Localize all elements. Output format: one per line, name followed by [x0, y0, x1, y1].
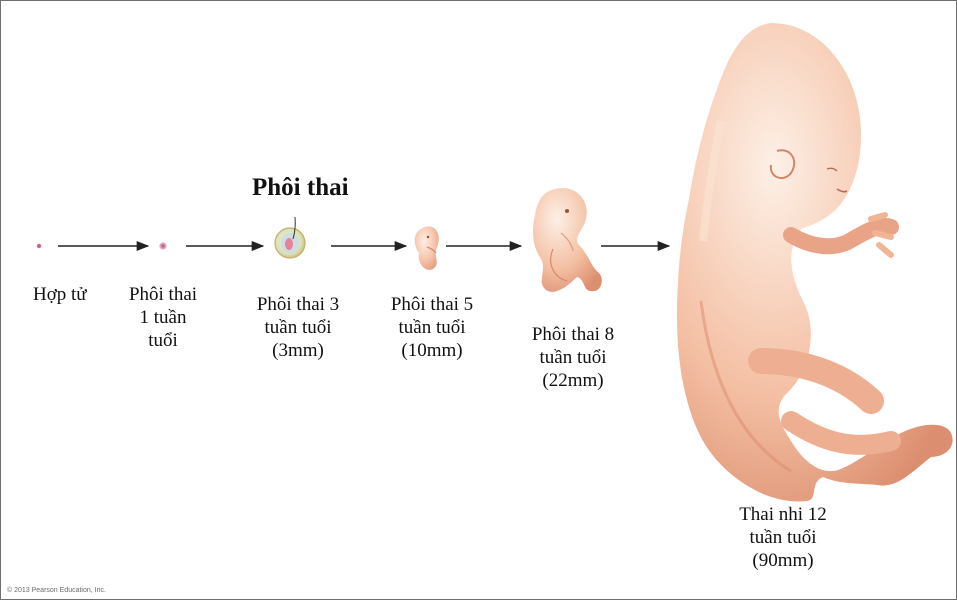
label-week1: Phôi thai 1 tuần tuổi — [121, 283, 205, 352]
label-week5-line3: (10mm) — [376, 339, 488, 362]
label-week1-line1: Phôi thai — [121, 283, 205, 306]
zygote-dot — [37, 244, 41, 248]
label-week3-line1: Phôi thai 3 — [244, 293, 352, 316]
label-week1-line2: 1 tuần — [121, 306, 205, 329]
label-week12-line2: tuần tuổi — [721, 526, 845, 549]
label-week8-line2: tuần tuổi — [517, 346, 629, 369]
label-zygote: Hợp tử — [33, 283, 87, 306]
week5-embryo — [415, 226, 439, 269]
week8-embryo — [533, 188, 602, 292]
copyright-text: © 2013 Pearson Education, Inc. — [7, 587, 106, 594]
label-week5-line2: tuần tuổi — [376, 316, 488, 339]
label-week3-line2: tuần tuổi — [244, 316, 352, 339]
label-week3-line3: (3mm) — [244, 339, 352, 362]
week12-fetus — [677, 23, 953, 502]
label-week8: Phôi thai 8 tuần tuổi (22mm) — [517, 323, 629, 392]
label-week5-line1: Phôi thai 5 — [376, 293, 488, 316]
diagram-title: Phôi thai — [252, 174, 349, 202]
week1-embryo — [159, 242, 166, 249]
label-week12-line1: Thai nhi 12 — [721, 503, 845, 526]
label-week5: Phôi thai 5 tuần tuổi (10mm) — [376, 293, 488, 362]
label-week8-line1: Phôi thai 8 — [517, 323, 629, 346]
label-zygote-line1: Hợp tử — [33, 283, 87, 306]
label-week1-line3: tuổi — [121, 329, 205, 352]
label-week8-line3: (22mm) — [517, 369, 629, 392]
week3-embryo — [275, 217, 305, 258]
label-week12: Thai nhi 12 tuần tuổi (90mm) — [721, 503, 845, 572]
label-week3: Phôi thai 3 tuần tuổi (3mm) — [244, 293, 352, 362]
label-week12-line3: (90mm) — [721, 549, 845, 572]
